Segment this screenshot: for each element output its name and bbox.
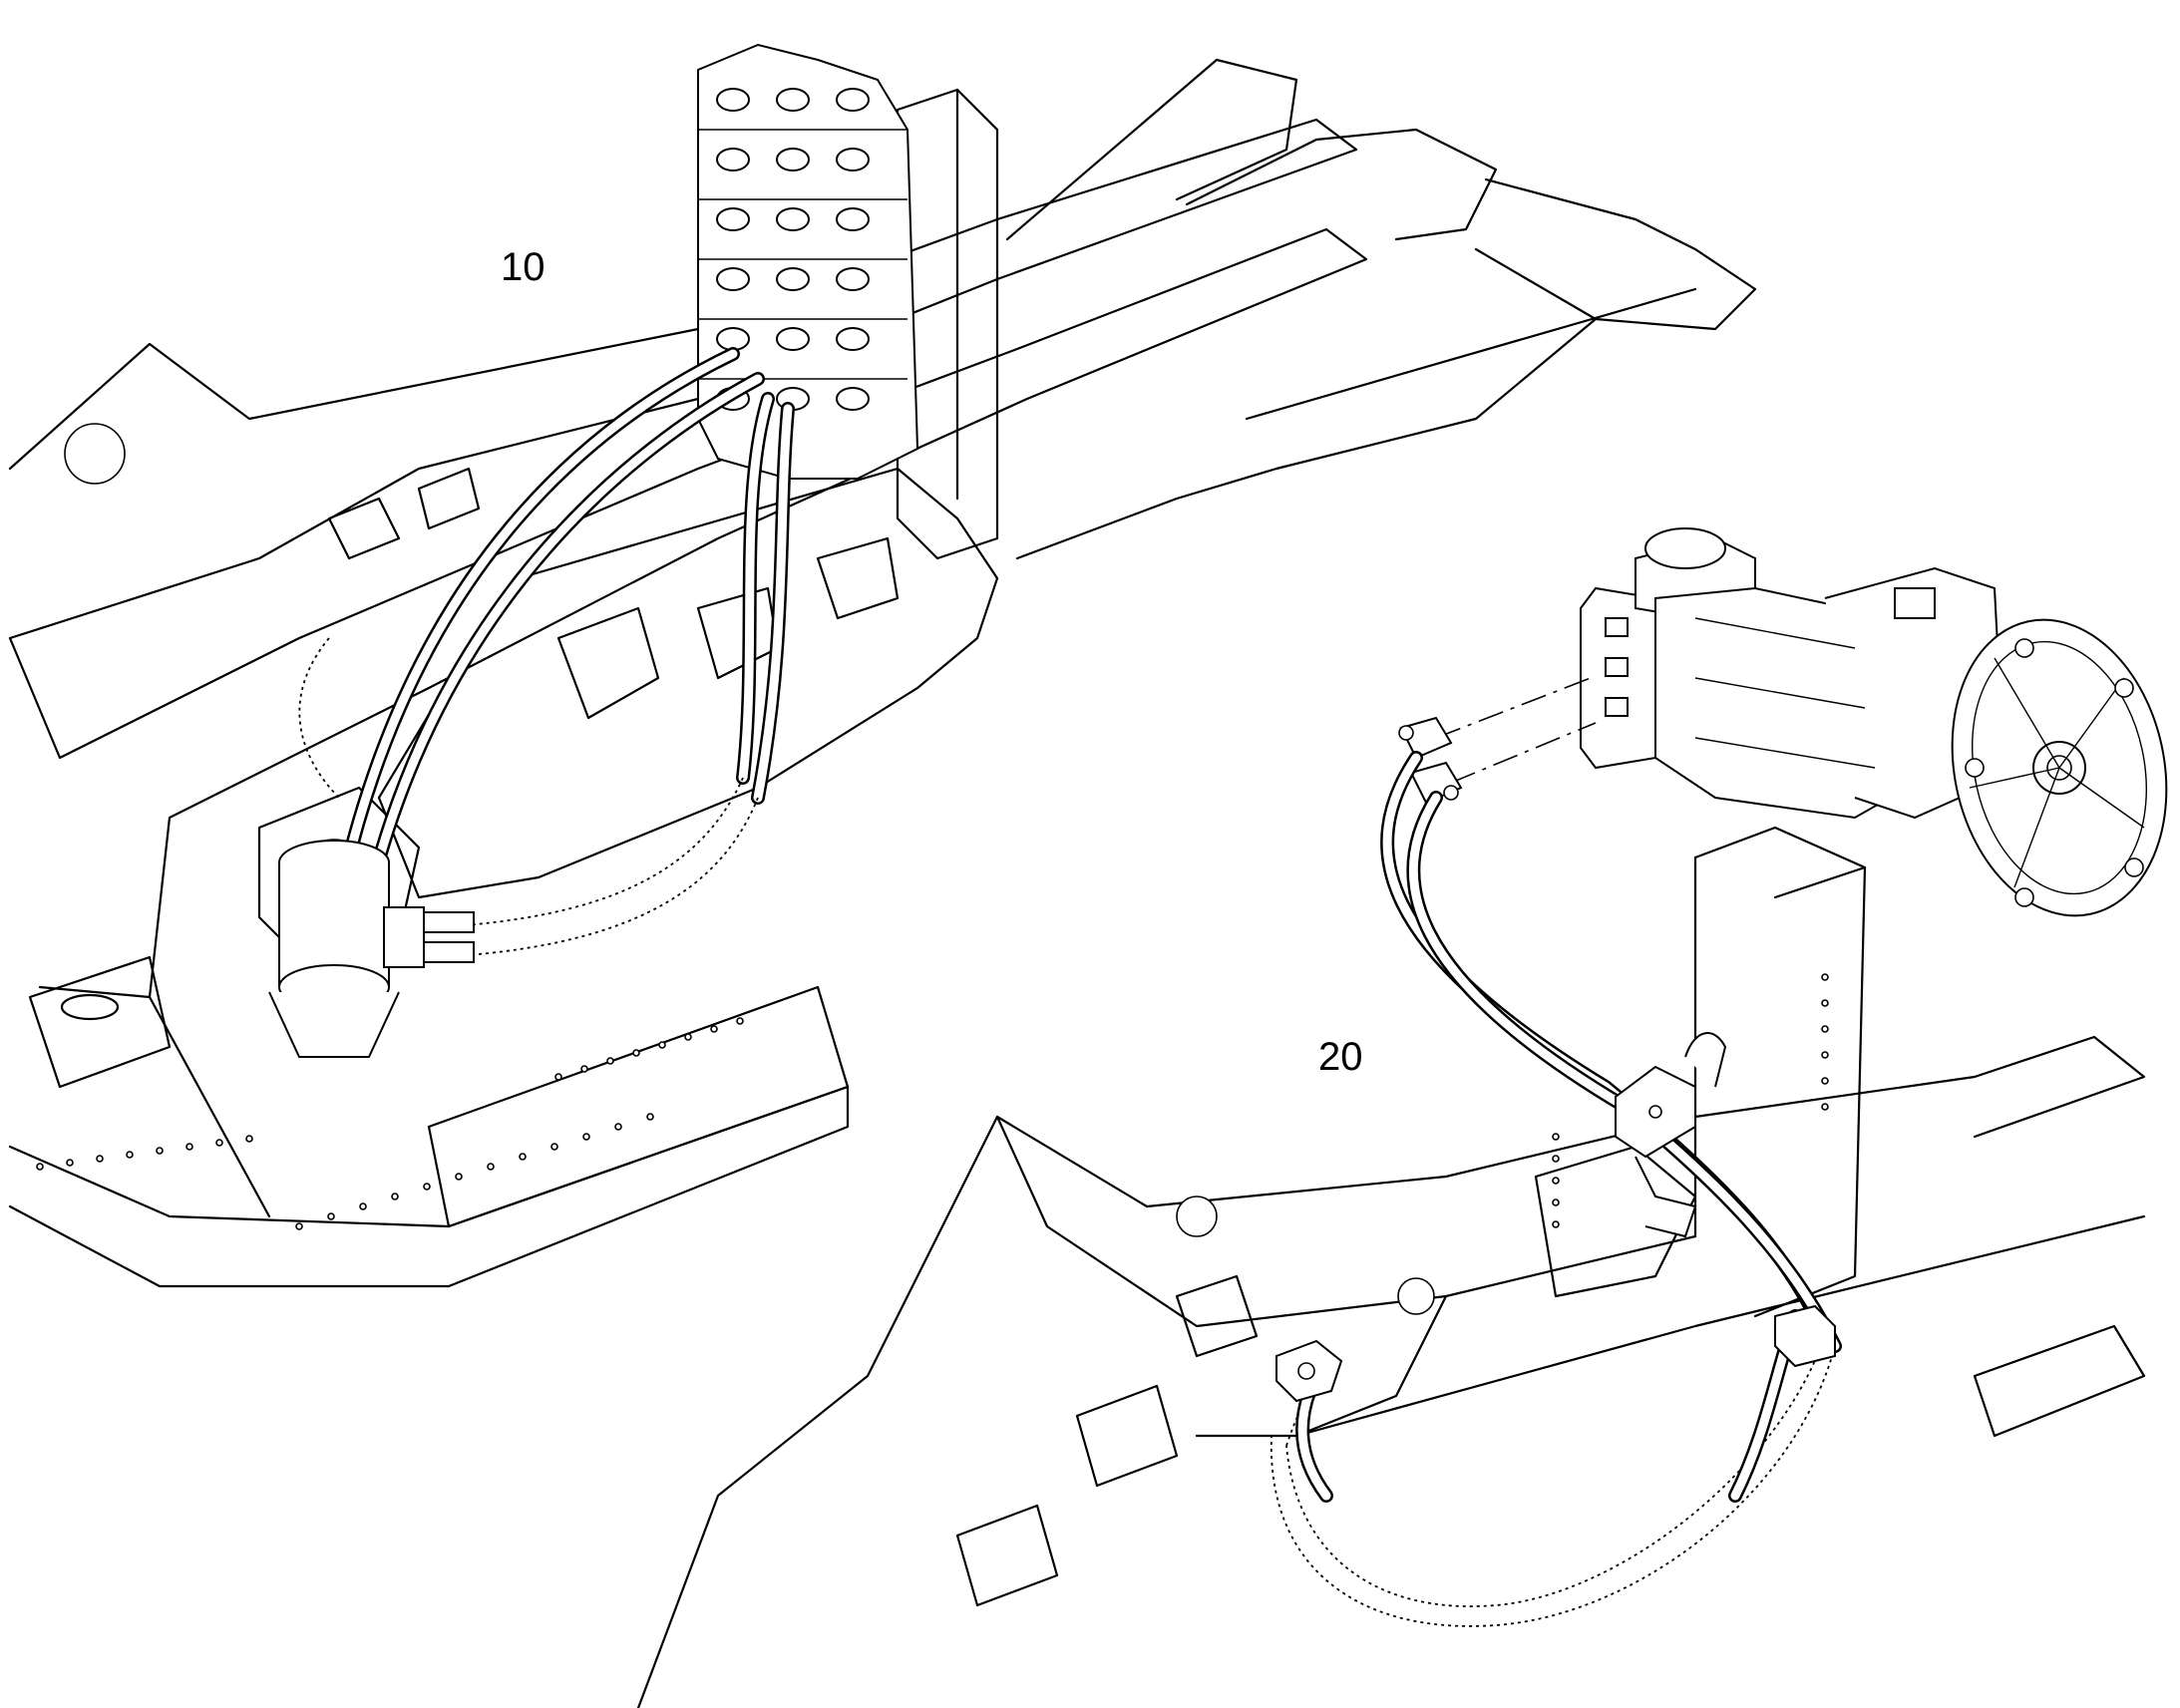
bolt-hole — [710, 1025, 718, 1033]
bolt-hole — [1552, 1133, 1560, 1141]
lower-fittings — [1275, 1304, 1836, 1403]
bolt-hole — [1552, 1177, 1560, 1185]
split-flange-fittings — [1398, 716, 1463, 805]
valve-port — [776, 207, 810, 231]
bolt-hole — [1821, 1103, 1829, 1111]
hose-clamp-bracket — [1615, 1032, 1727, 1238]
bolt-hole — [126, 1151, 134, 1159]
bolt-hole — [66, 1159, 74, 1167]
bolt-hole — [632, 1049, 640, 1057]
main-control-valve — [697, 43, 919, 480]
swivel-joint — [268, 840, 475, 1058]
bolt-hole — [684, 1033, 692, 1041]
bolt-hole — [1821, 1025, 1829, 1033]
bolt-hole — [215, 1139, 223, 1147]
valve-port — [836, 387, 870, 411]
bolt-hole — [606, 1057, 614, 1065]
valve-port — [716, 267, 750, 291]
bolt-hole — [580, 1065, 588, 1073]
bolt-hole — [1821, 999, 1829, 1007]
valve-port — [836, 327, 870, 351]
callout-item-10: 10 — [501, 245, 545, 289]
bolt-hole — [1821, 1051, 1829, 1059]
valve-port — [776, 148, 810, 171]
bolt-hole — [455, 1173, 463, 1181]
bolt-hole — [185, 1143, 193, 1151]
valve-port — [716, 88, 750, 112]
bolt-hole — [1821, 973, 1829, 981]
bell-housing — [1951, 618, 2168, 917]
bolt-hole — [359, 1202, 367, 1210]
bolt-hole — [550, 1143, 558, 1151]
bolt-hole — [487, 1163, 495, 1171]
bolt-hole — [96, 1155, 104, 1163]
lower-frame-bolt-holes — [1552, 973, 1829, 1228]
bolt-hole — [646, 1113, 654, 1121]
bolt-hole — [582, 1133, 590, 1141]
valve-port — [836, 148, 870, 171]
bolt-hole — [519, 1153, 527, 1161]
valve-port — [776, 327, 810, 351]
valve-port — [776, 267, 810, 291]
bolt-hole — [1552, 1198, 1560, 1206]
valve-port — [716, 207, 750, 231]
bolt-hole — [554, 1073, 562, 1081]
alignment-centerlines — [1435, 677, 1597, 784]
bolt-hole — [391, 1193, 399, 1200]
bolt-hole — [736, 1017, 744, 1025]
bolt-hole — [1552, 1155, 1560, 1163]
valve-port — [776, 88, 810, 112]
bolt-hole — [36, 1163, 44, 1171]
bolt-hole — [1821, 1077, 1829, 1085]
upper-frame-bolt-holes — [36, 1017, 744, 1230]
valve-port — [836, 267, 870, 291]
bolt-hole — [658, 1041, 666, 1049]
valve-port — [836, 207, 870, 231]
valve-port — [836, 88, 870, 112]
bolt-hole — [156, 1147, 164, 1155]
valve-port — [716, 148, 750, 171]
bolt-hole — [423, 1183, 431, 1191]
bolt-hole — [327, 1212, 335, 1220]
hydraulic-pump — [1580, 527, 2006, 820]
bolt-hole — [1552, 1220, 1560, 1228]
bolt-hole — [614, 1123, 622, 1131]
bolt-hole — [245, 1135, 253, 1143]
callout-item-20: 20 — [1318, 1035, 1363, 1079]
bolt-hole — [295, 1222, 303, 1230]
